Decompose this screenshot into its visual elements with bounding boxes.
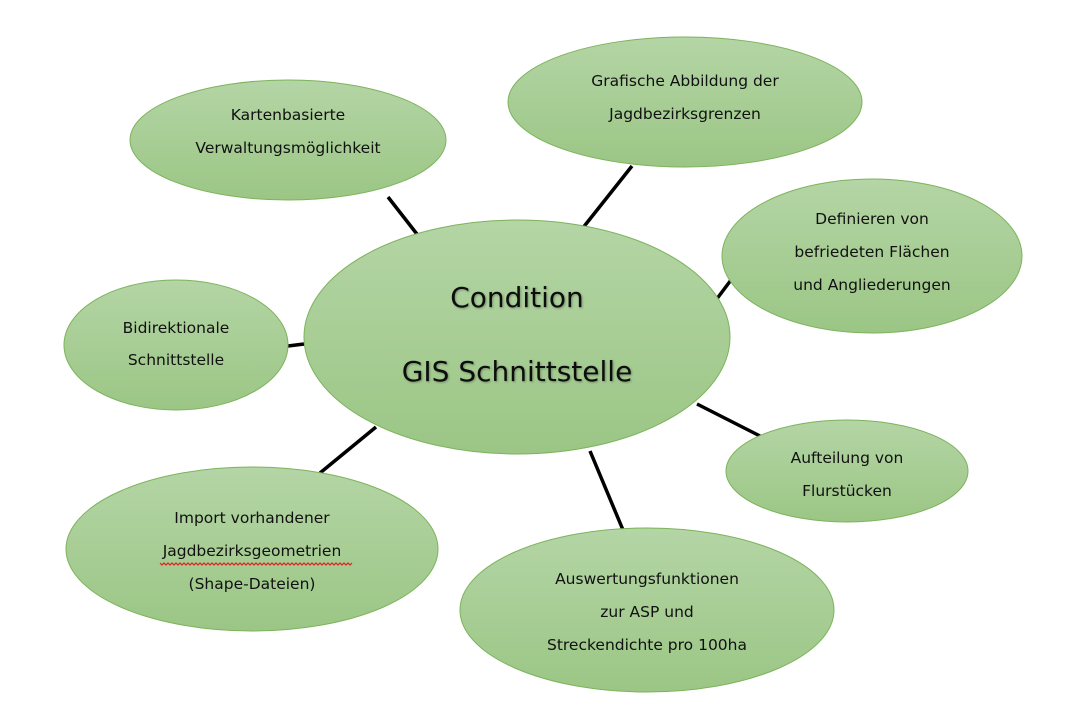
spellcheck-underline: [159, 562, 353, 566]
node-label-line: Definieren von: [815, 210, 929, 228]
connector-import: [318, 425, 378, 475]
node-label-line: Bidirektionale: [123, 319, 230, 337]
node-label-line: zur ASP und: [600, 603, 693, 621]
node-ellipse: [725, 419, 969, 523]
node-auswertung[interactable]: Auswertungsfunktionen zur ASP undStrecken…: [459, 527, 835, 693]
connector-grafische: [580, 164, 634, 231]
node-label-line: Schnittstelle: [128, 351, 224, 369]
connectors: [287, 164, 761, 531]
node-ellipse: [459, 527, 835, 693]
node-definieren[interactable]: Definieren von befriedeten Flächen und Ang…: [721, 178, 1023, 334]
node-ellipse: [721, 178, 1023, 334]
connector-kartenbasiert: [386, 195, 422, 240]
node-label-line: Jagdbezirksgeometrien: [162, 542, 342, 560]
node-grafische[interactable]: Grafische Abbildung derJagdbezirksgrenze…: [507, 36, 863, 168]
node-ellipse: [129, 79, 447, 201]
node-ellipse: [507, 36, 863, 168]
node-label-line: und Angliederungen: [793, 276, 950, 294]
node-label-line: Flurstücken: [802, 482, 892, 500]
node-ellipse: [65, 466, 439, 632]
node-label-line: Kartenbasierte: [231, 106, 345, 124]
node-label-line: (Shape-Dateien): [189, 575, 316, 593]
node-label-line: Import vorhandener: [174, 509, 330, 527]
connector-aufteilung: [696, 402, 761, 438]
center-label-line: Condition: [450, 281, 584, 314]
center-ellipse: [303, 219, 731, 455]
node-label-line: Aufteilung von: [791, 449, 904, 467]
center-label-line: GIS Schnittstelle: [402, 355, 633, 388]
node-label-line: befriedeten Flächen: [794, 243, 949, 261]
node-label-line: Streckendichte pro 100ha: [547, 636, 747, 654]
connector-definieren: [714, 278, 733, 302]
connector-bidirektional: [287, 342, 305, 348]
node-label-line: Jagdbezirksgrenzen: [608, 105, 761, 123]
node-label-line: Auswertungsfunktionen: [555, 570, 739, 588]
connector-auswertung: [588, 450, 625, 531]
node-label-line: Grafische Abbildung der: [591, 72, 779, 90]
node-ellipse: [63, 279, 289, 411]
node-label-line: Verwaltungsmöglichkeit: [195, 139, 380, 157]
